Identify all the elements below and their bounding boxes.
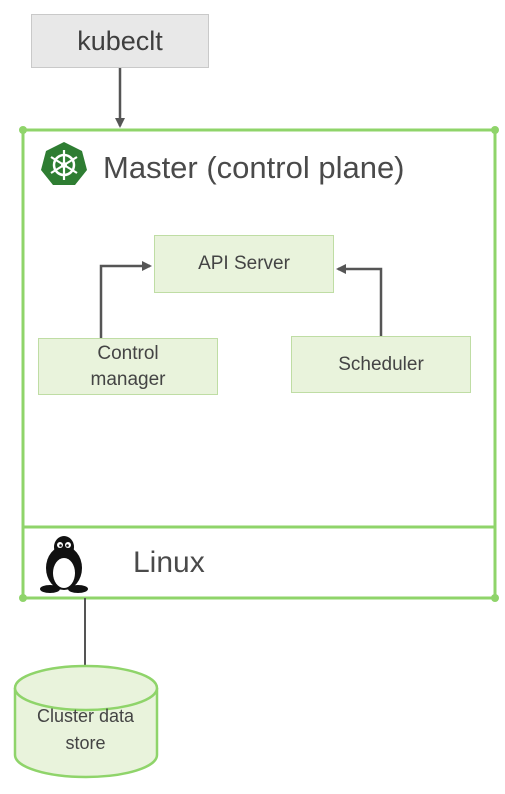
control-manager-label: Control manager: [90, 342, 166, 390]
kubectl-client-box: kubeclt: [31, 14, 209, 68]
linux-label: Linux: [133, 546, 205, 579]
kubernetes-icon: [41, 142, 87, 185]
scheduler-label: Scheduler: [338, 353, 424, 375]
api-server-node: API Server: [154, 235, 334, 293]
datastore-label: Cluster data store: [36, 706, 135, 753]
control-manager-node: Control manager: [38, 338, 218, 395]
master-title: Master (control plane): [103, 150, 405, 185]
scheduler-to-api-arrow: [336, 264, 383, 336]
kubectl-label: kubeclt: [77, 25, 163, 56]
scheduler-node: Scheduler: [291, 336, 471, 393]
controller-to-api-arrow: [99, 261, 152, 338]
api-server-label: API Server: [198, 253, 290, 274]
tux-penguin-icon: [40, 536, 88, 593]
